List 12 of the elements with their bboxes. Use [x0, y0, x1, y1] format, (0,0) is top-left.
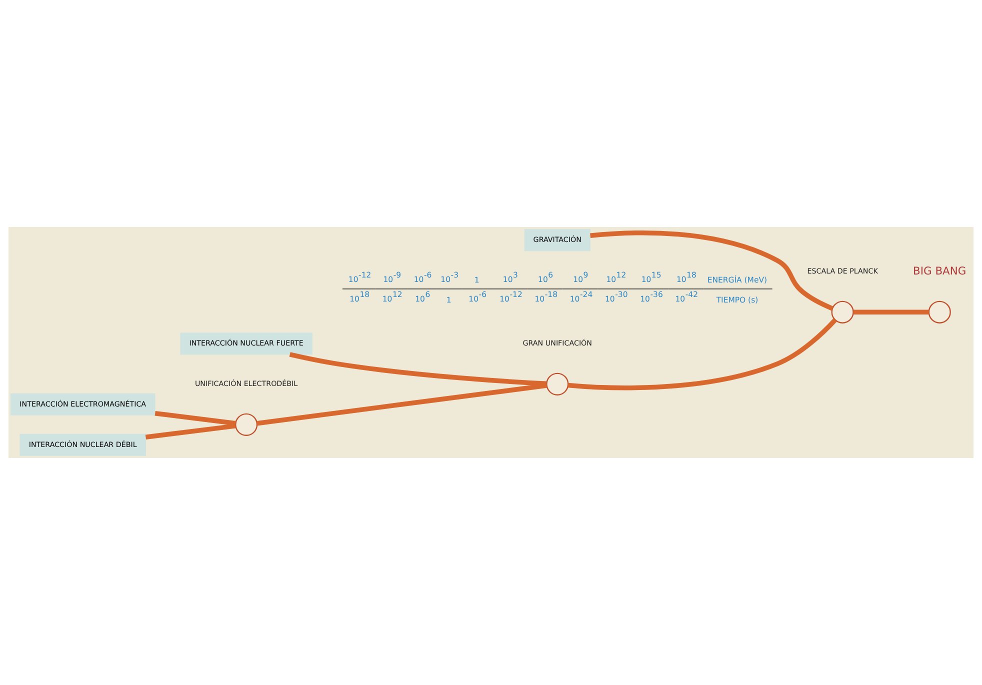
- connector: [853, 310, 929, 315]
- node-circle: [928, 300, 951, 324]
- connector: [154, 411, 236, 426]
- node-circle: [831, 300, 854, 324]
- connector: [145, 424, 236, 440]
- node-circle: [546, 372, 569, 396]
- node-label: BIG BANG: [913, 264, 966, 278]
- node-circle: [235, 413, 258, 436]
- connector: [289, 352, 547, 386]
- connector: [568, 318, 837, 390]
- connector: [256, 383, 548, 426]
- connector: [590, 230, 834, 311]
